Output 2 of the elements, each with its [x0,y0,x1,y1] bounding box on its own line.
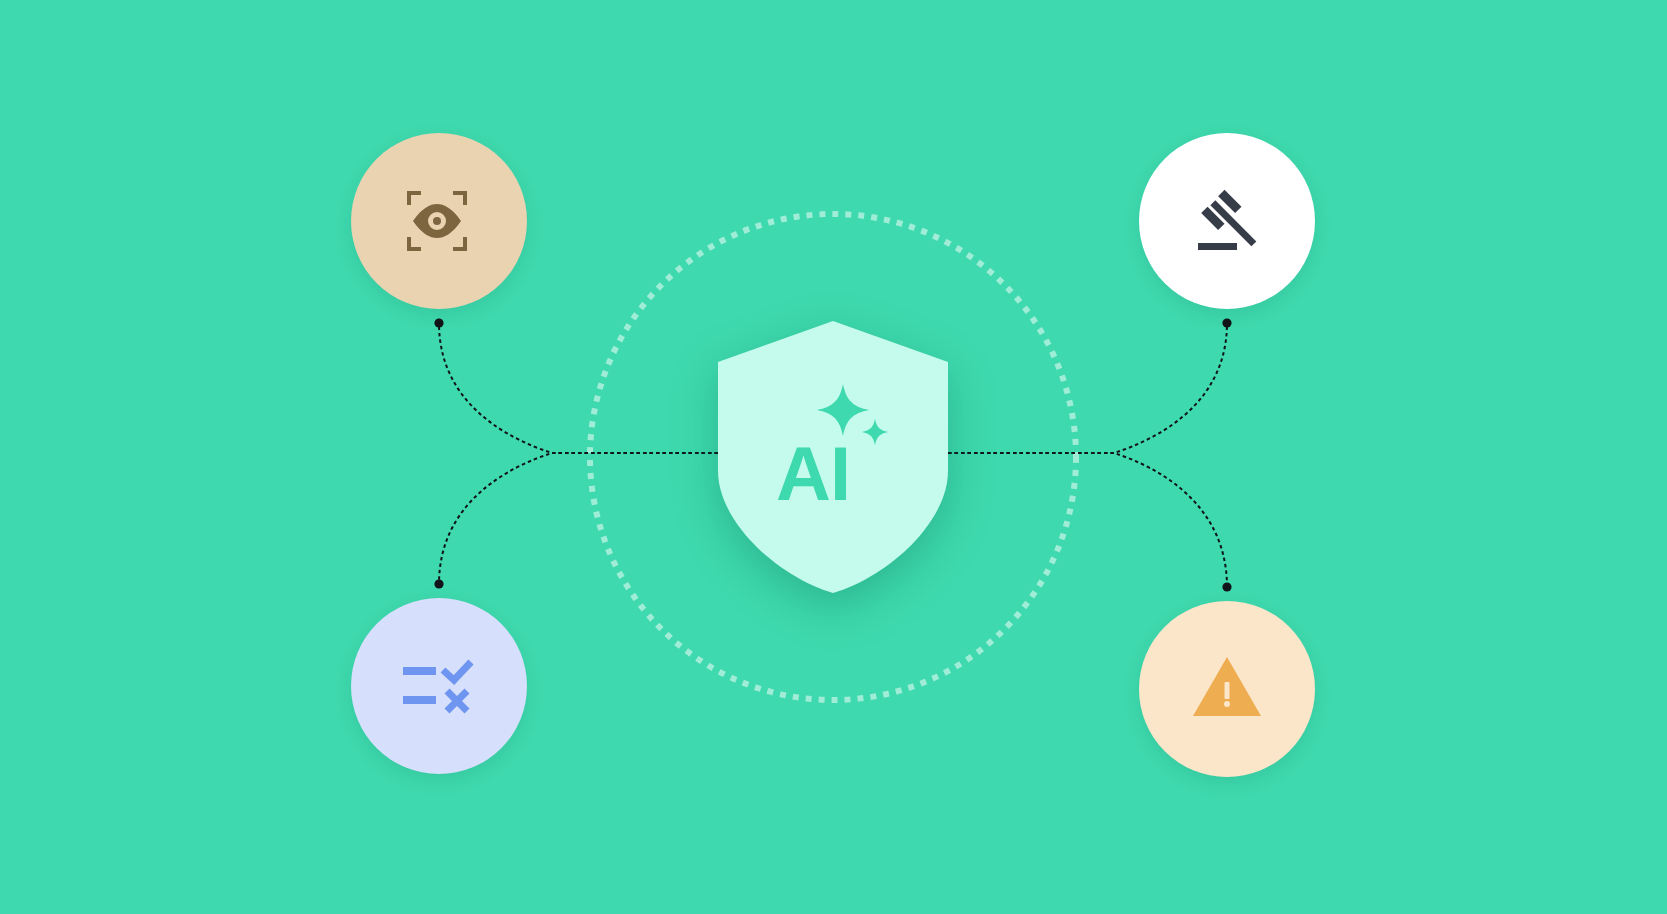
shield-badge [718,321,948,593]
shield-label: AI [776,436,850,512]
